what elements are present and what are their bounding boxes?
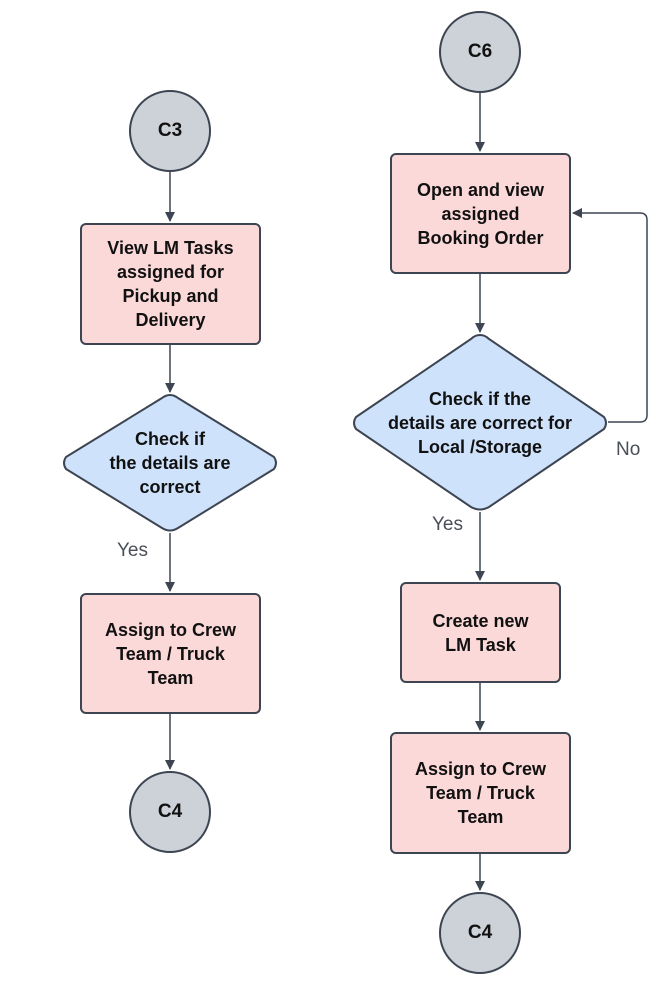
diamond-shape <box>353 333 607 511</box>
diamond-shape <box>63 393 277 532</box>
process-create-lm-task: Create new LM Task <box>400 582 561 683</box>
edge-label-no: No <box>616 439 641 460</box>
connector-c3: C3 <box>129 90 211 172</box>
edge-label-yes-right: Yes <box>432 514 463 535</box>
process-view-lm-tasks: View LM Tasks assigned for Pickup and De… <box>80 223 261 345</box>
connector-c3-label: C3 <box>157 120 183 141</box>
connector-c4-right: C4 <box>439 892 521 974</box>
decision-check-local-storage-label: Check if the details are correct for Loc… <box>387 389 573 457</box>
connector-c4-left: C4 <box>129 771 211 853</box>
process-view-lm-tasks-label: View LM Tasks assigned for Pickup and De… <box>107 238 234 330</box>
connector-c4-left-label: C4 <box>157 801 183 822</box>
process-assign-crew-right: Assign to Crew Team / Truck Team <box>390 732 571 854</box>
process-create-lm-task-label: Create new LM Task <box>432 610 529 655</box>
edge-no-loop-back <box>572 208 648 423</box>
connector-c6: C6 <box>439 11 521 93</box>
process-assign-crew-left: Assign to Crew Team / Truck Team <box>80 593 261 714</box>
connector-c6-label: C6 <box>467 41 493 62</box>
process-assign-crew-right-label: Assign to Crew Team / Truck Team <box>414 759 547 827</box>
decision-check-local-storage: Check if the details are correct for Loc… <box>350 333 610 513</box>
process-open-booking-order-label: Open and view assigned Booking Order <box>416 179 545 248</box>
decision-check-details-left: Check if the details are correct <box>61 393 279 533</box>
process-assign-crew-left-label: Assign to Crew Team / Truck Team <box>104 619 237 688</box>
process-open-booking-order: Open and view assigned Booking Order <box>390 153 571 274</box>
decision-check-details-left-label: Check if the details are correct <box>109 429 231 497</box>
edge-label-yes-left: Yes <box>117 540 148 561</box>
connector-c4-right-label: C4 <box>467 922 493 943</box>
